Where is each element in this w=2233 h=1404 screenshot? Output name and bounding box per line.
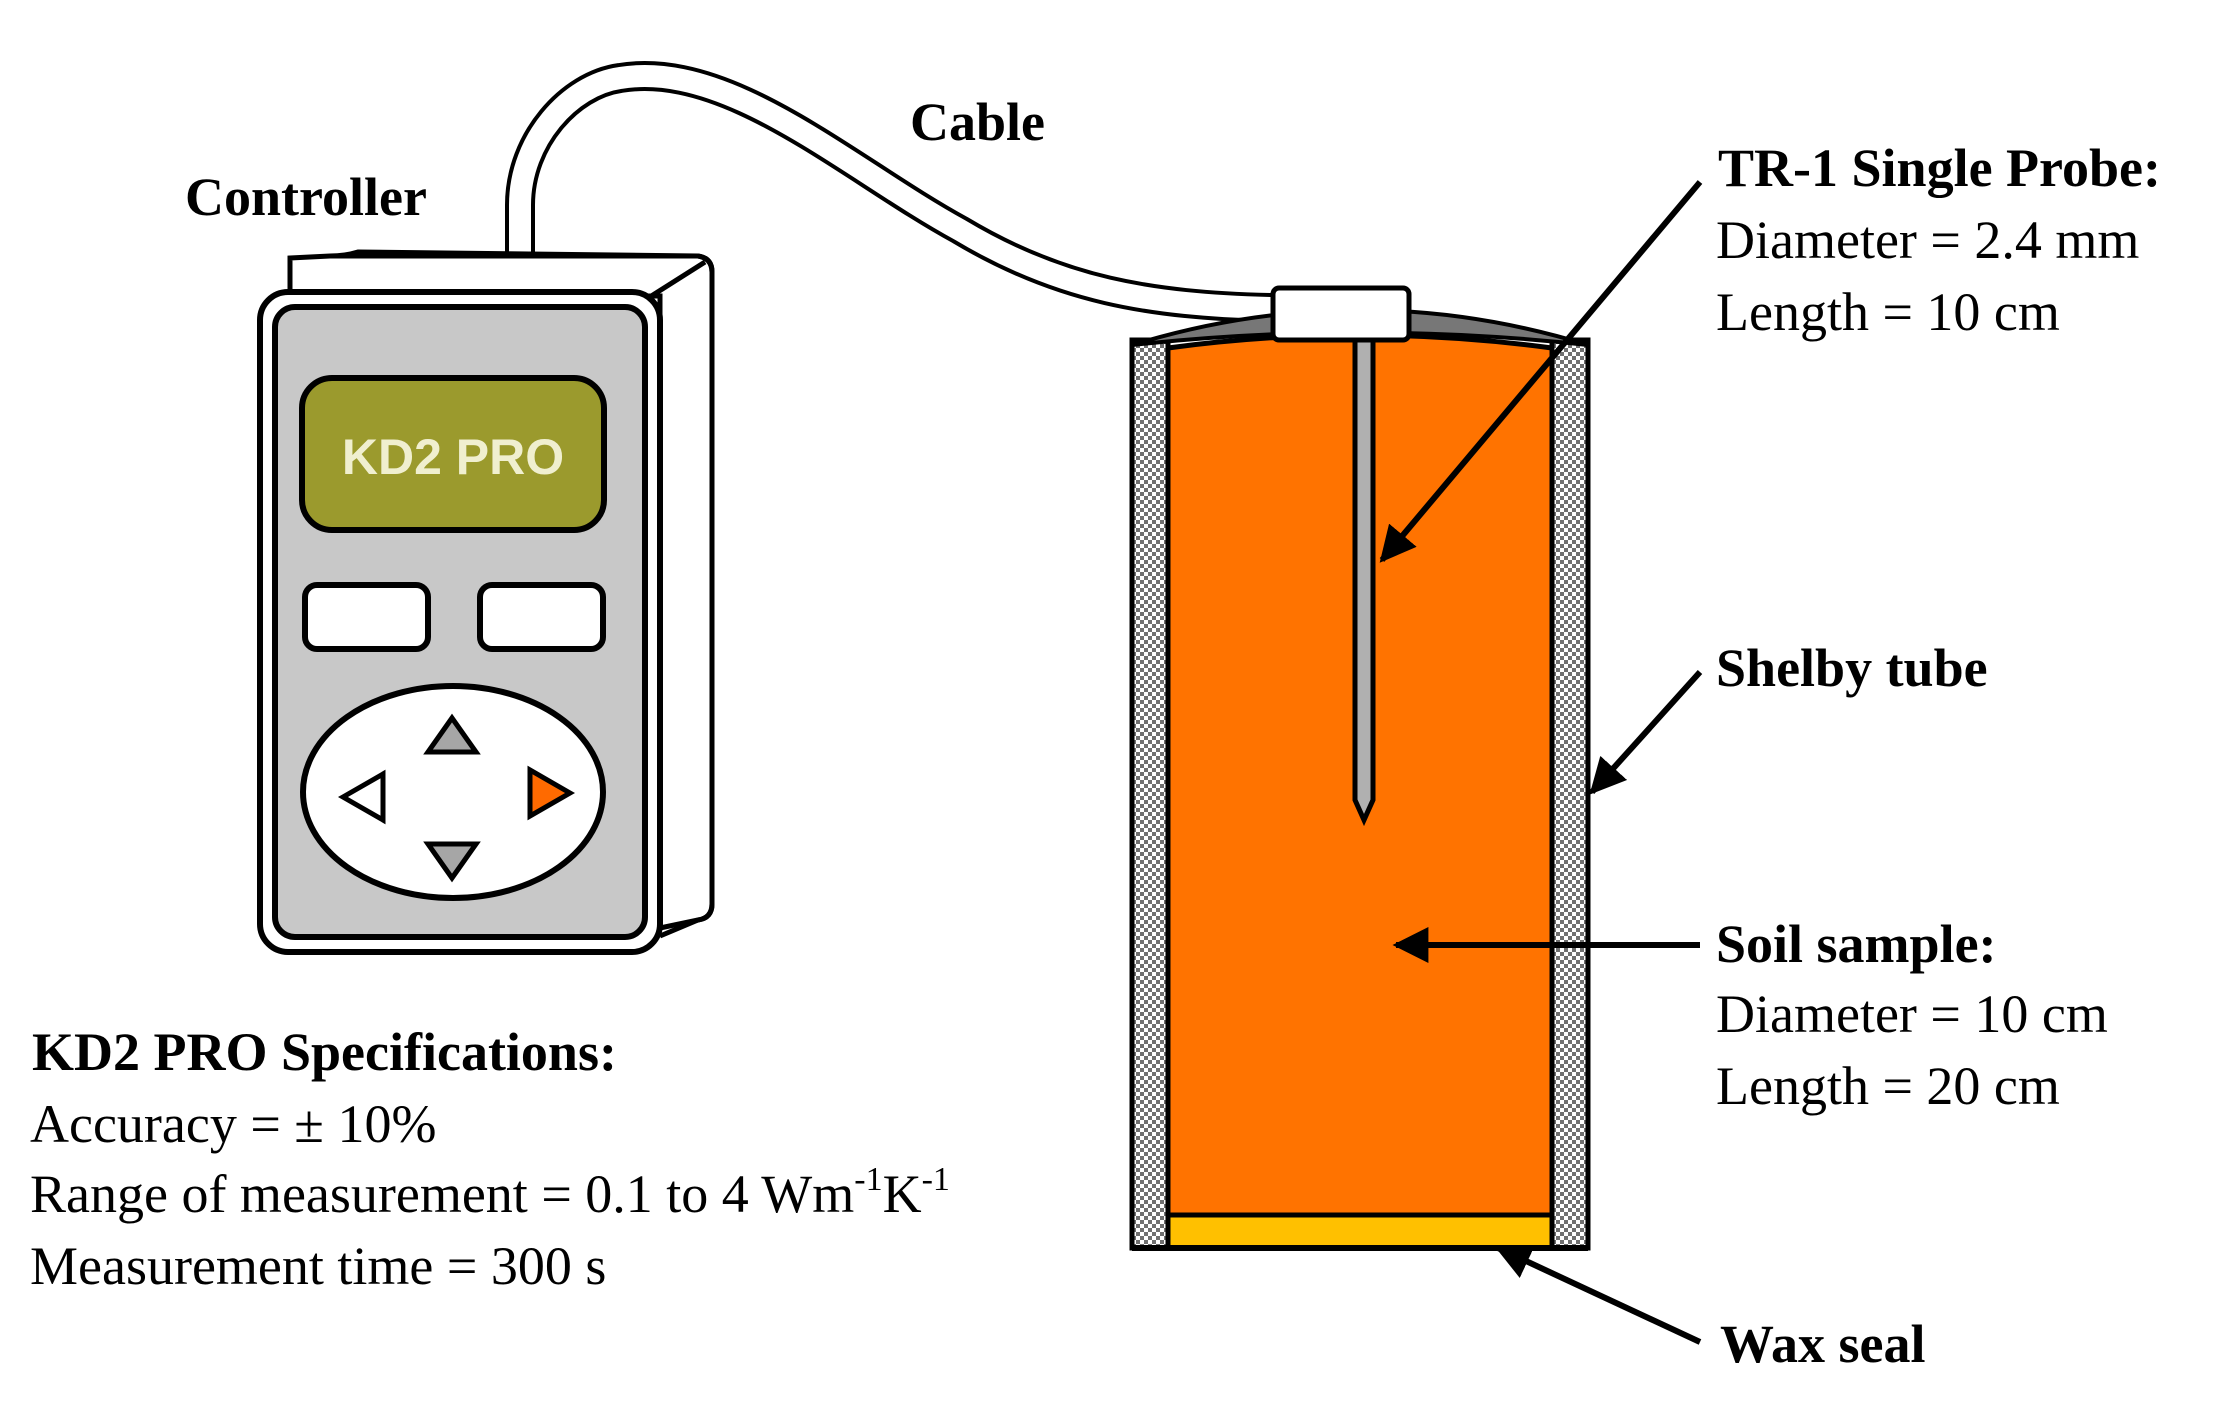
tr1-probe: [1270, 285, 1412, 827]
probe-title: TR-1 Single Probe:: [1718, 138, 2161, 198]
spec-time: Measurement time = 300 s: [30, 1236, 606, 1296]
navigation-pad[interactable]: [300, 683, 606, 901]
spec-accuracy: Accuracy = ± 10%: [30, 1094, 436, 1154]
soft-key-left[interactable]: [302, 582, 431, 652]
down-arrow-icon[interactable]: [423, 841, 481, 883]
right-arrow-icon[interactable]: [527, 765, 576, 821]
soil-length: Length = 20 cm: [1716, 1056, 2060, 1116]
shelby-tube-label: Shelby tube: [1716, 638, 1988, 698]
spec-range: Range of measurement = 0.1 to 4 Wm-1K-1: [30, 1161, 950, 1224]
probe-diameter: Diameter = 2.4 mm: [1716, 210, 2139, 270]
probe-arrow: [1379, 180, 1703, 563]
up-arrow-icon[interactable]: [423, 713, 481, 755]
left-arrow-icon[interactable]: [337, 769, 386, 825]
screen-label: KD2 PRO: [342, 429, 564, 485]
controller-label: Controller: [185, 167, 427, 227]
probe-length: Length = 10 cm: [1716, 282, 2060, 342]
wax-seal: [1165, 1212, 1555, 1251]
cable: [505, 61, 1285, 323]
controller-device: KD2 PRO: [257, 249, 715, 955]
pointer-arrows: [1379, 180, 1703, 1345]
shelby-arrow: [1589, 669, 1703, 795]
specs-title: KD2 PRO Specifications:: [32, 1022, 617, 1082]
cable-label: Cable: [910, 92, 1045, 152]
wax-seal-label: Wax seal: [1720, 1314, 1926, 1374]
specifications-block: KD2 PRO Specifications: Accuracy = ± 10%…: [30, 1022, 950, 1296]
controller-screen: KD2 PRO: [299, 375, 607, 533]
wax-arrow: [1494, 1245, 1702, 1345]
soil-sample-title: Soil sample:: [1716, 914, 1997, 974]
soft-key-right[interactable]: [477, 582, 606, 652]
soil-diameter: Diameter = 10 cm: [1716, 984, 2108, 1044]
